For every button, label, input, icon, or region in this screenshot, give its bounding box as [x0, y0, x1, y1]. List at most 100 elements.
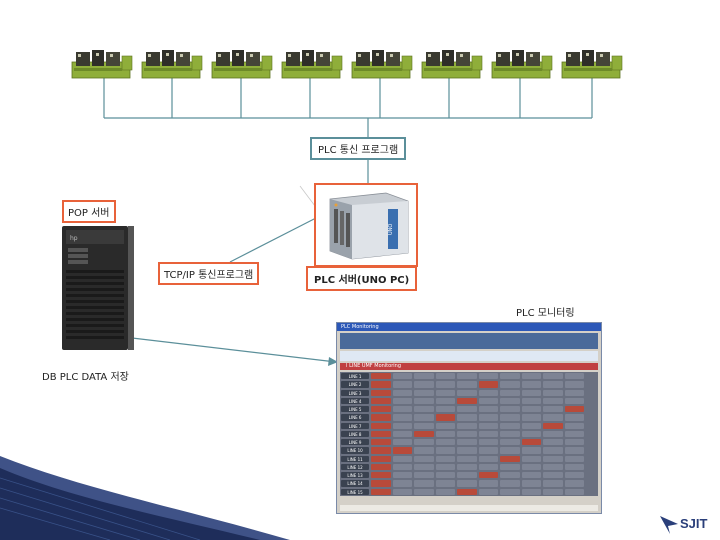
status-cell: [500, 381, 520, 388]
status-cell: [500, 463, 520, 471]
row-label: LINE 8: [341, 430, 370, 438]
status-cell: [414, 430, 434, 438]
status-cell: [435, 472, 456, 479]
status-cell: [478, 480, 499, 487]
status-cell: [543, 480, 563, 487]
status-cell: [478, 430, 499, 438]
status-cell: [392, 389, 413, 396]
status-cell: [371, 480, 391, 487]
status-cell: [500, 397, 520, 405]
status-cell: [371, 397, 391, 405]
row-label: LINE 10: [341, 447, 370, 454]
status-cell: [414, 397, 434, 405]
status-cell: [478, 414, 499, 421]
status-cell: [500, 472, 520, 479]
status-cell: [435, 381, 456, 388]
row-label: LINE 11: [341, 455, 370, 462]
status-cell: [521, 406, 542, 413]
status-cell: [392, 463, 413, 471]
status-cell: [543, 455, 563, 462]
status-cell: [478, 472, 499, 479]
status-cell: [371, 439, 391, 446]
status-cell: [414, 381, 434, 388]
status-cell: [478, 422, 499, 429]
status-cell: [500, 447, 520, 454]
plc-bus-lines: [103, 78, 593, 137]
row-label: LINE 13: [341, 472, 370, 479]
status-cell: [521, 389, 542, 396]
window-toolbar: [340, 351, 598, 361]
status-cell: [414, 422, 434, 429]
status-cell: [414, 472, 434, 479]
status-cell: [457, 406, 477, 413]
status-cell: [500, 389, 520, 396]
status-cell: [564, 480, 585, 487]
status-cell: [435, 414, 456, 421]
status-cell: [500, 480, 520, 487]
status-cell: [521, 414, 542, 421]
plc-comm-program-label: PLC 통신 프로그램: [310, 137, 407, 160]
status-cell: [371, 422, 391, 429]
status-cell: [392, 406, 413, 413]
status-cell: [414, 439, 434, 446]
status-cell: [392, 373, 413, 380]
status-cell: [371, 373, 391, 380]
decorative-swoosh: [0, 456, 290, 540]
row-label: LINE 1: [341, 373, 370, 380]
window-titlebar: PLC Monitoring: [337, 323, 601, 331]
plc-unit-icon: [491, 49, 553, 79]
window-banner: [340, 333, 598, 349]
status-cell: [414, 373, 434, 380]
status-cell: [414, 488, 434, 495]
status-cell: [500, 414, 520, 421]
status-cell: [435, 463, 456, 471]
status-cell: [392, 447, 413, 454]
status-cell: [543, 373, 563, 380]
plc-unit-icon: [71, 49, 133, 79]
status-cell: [521, 430, 542, 438]
window-statusbar: [340, 505, 598, 511]
status-cell: [478, 488, 499, 495]
status-cell: [500, 455, 520, 462]
db-plc-data-label: DB PLC DATA 저장: [42, 372, 129, 383]
status-cell: [414, 414, 434, 421]
status-cell: [478, 389, 499, 396]
status-cell: [478, 406, 499, 413]
status-cell: [457, 447, 477, 454]
status-cell: [457, 463, 477, 471]
status-cell: [543, 397, 563, 405]
status-cell: [521, 488, 542, 495]
status-cell: [435, 455, 456, 462]
status-cell: [521, 422, 542, 429]
status-cell: [457, 472, 477, 479]
status-cell: [521, 472, 542, 479]
plc-server-box: UNO: [314, 183, 418, 267]
status-cell: [521, 381, 542, 388]
plc-unit-icon: [141, 49, 203, 79]
plc-unit-icon: [351, 49, 413, 79]
plc-unit-icon: [421, 49, 483, 79]
status-cell: [371, 406, 391, 413]
status-cell: [564, 447, 585, 454]
status-cell: [543, 472, 563, 479]
server-tower-icon: hp: [62, 226, 134, 350]
monitor-header: I LINE UMF Monitoring: [340, 363, 598, 370]
status-cell: [521, 463, 542, 471]
plc-monitoring-label: PLC 모니터링: [516, 308, 575, 319]
status-cell: [543, 406, 563, 413]
status-cell: [500, 406, 520, 413]
status-cell: [435, 406, 456, 413]
status-cell: [435, 480, 456, 487]
status-cell: [435, 373, 456, 380]
status-cell: [457, 414, 477, 421]
status-cell: [457, 430, 477, 438]
status-cell: [392, 455, 413, 462]
status-cell: [478, 455, 499, 462]
tcpip-program-label: TCP/IP 통신프로그램: [158, 262, 260, 285]
status-cell: [543, 439, 563, 446]
status-cell: [478, 463, 499, 471]
status-cell: [564, 414, 585, 421]
status-cell: [371, 389, 391, 396]
